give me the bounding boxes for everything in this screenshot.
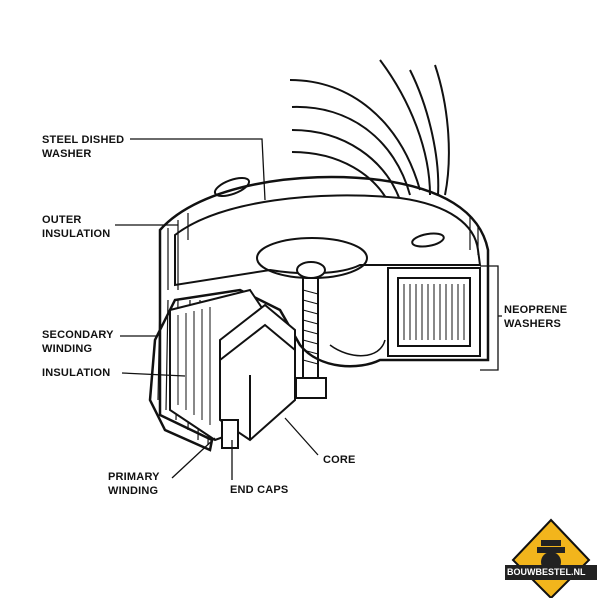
label-line: INSULATION bbox=[42, 228, 111, 240]
logo-text: BOUWBESTEL.NL bbox=[507, 567, 586, 577]
leader-lines bbox=[115, 138, 502, 480]
label-line: WINDING bbox=[108, 485, 159, 497]
label-steel-dished-washer: STEEL DISHED WASHER bbox=[42, 133, 124, 161]
label-insulation: INSULATION bbox=[42, 367, 111, 379]
lead-wires bbox=[289, 59, 450, 206]
logo-diamond-icon bbox=[505, 518, 597, 598]
label-neoprene-washers: NEOPRENE WASHERS bbox=[504, 303, 567, 331]
label-line: WASHERS bbox=[504, 318, 562, 330]
bouwbestel-logo: BOUWBESTEL.NL bbox=[505, 518, 597, 598]
label-line: WINDING bbox=[42, 343, 93, 355]
label-core: CORE bbox=[323, 454, 356, 466]
label-secondary-winding: SECONDARY WINDING bbox=[42, 328, 114, 356]
label-line: STEEL DISHED bbox=[42, 134, 125, 146]
label-line: PRIMARY bbox=[108, 471, 160, 483]
end-cap bbox=[219, 303, 296, 442]
core-bolt bbox=[302, 275, 319, 380]
label-line: WASHER bbox=[42, 148, 92, 160]
label-primary-winding: PRIMARY WINDING bbox=[108, 470, 160, 498]
label-outer-insulation: OUTER INSULATION bbox=[42, 213, 110, 241]
label-end-caps: END CAPS bbox=[230, 484, 289, 496]
label-line: SECONDARY bbox=[42, 329, 114, 341]
label-line: OUTER bbox=[42, 214, 82, 226]
label-line: NEOPRENE bbox=[504, 304, 568, 316]
